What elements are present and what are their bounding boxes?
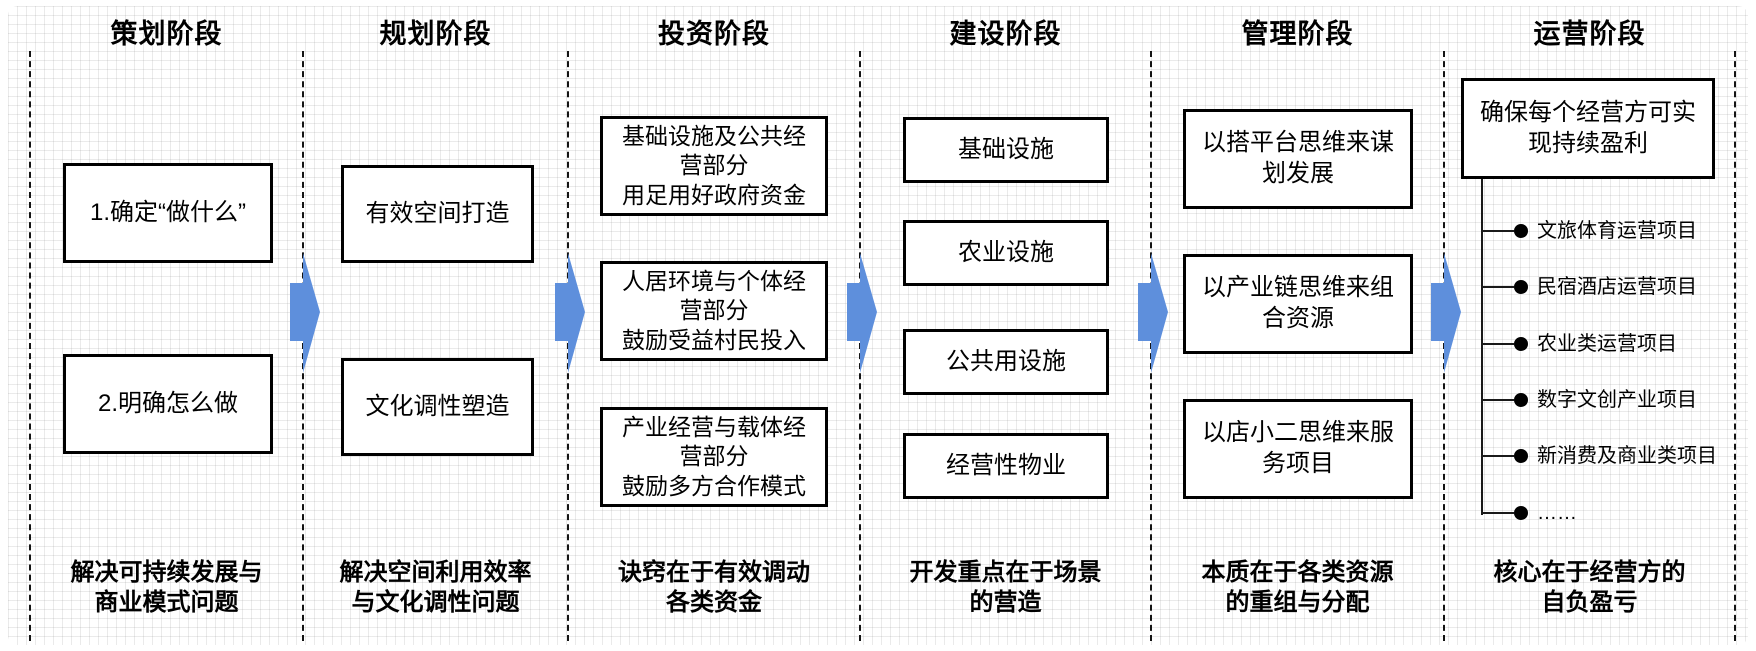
tree-trunk-line (1481, 179, 1483, 515)
column-divider (29, 51, 31, 641)
phase-title-construction: 建设阶段 (949, 19, 1062, 49)
phase-box: 1.确定“做什么” (63, 163, 273, 263)
bullet-dot (1514, 224, 1528, 238)
phase-title-planning: 策划阶段 (110, 19, 223, 49)
phase-summary: 核心在于经营方的 自负盈亏 (1493, 559, 1686, 616)
list-item: 数字文创产业项目 (1537, 389, 1697, 411)
column-divider (1734, 51, 1736, 641)
phase-box: 经营性物业 (903, 433, 1109, 499)
flow-arrow-icon (1431, 253, 1461, 373)
tree-branch-line (1482, 512, 1514, 514)
bullet-dot (1514, 506, 1528, 520)
phase-summary: 解决空间利用效率 与文化调性问题 (339, 559, 532, 616)
phase-title-operation: 运营阶段 (1533, 19, 1646, 49)
phase-box: 文化调性塑造 (341, 358, 534, 456)
tree-branch-line (1482, 455, 1514, 457)
phase-summary: 本质在于各类资源 的重组与分配 (1201, 559, 1394, 616)
tree-branch-line (1482, 343, 1514, 345)
phase-box: 产业经营与载体经 营部分 鼓励多方合作模式 (600, 407, 828, 507)
phase-title-investment: 投资阶段 (658, 19, 770, 49)
list-item: 新消费及商业类项目 (1537, 445, 1717, 467)
bullet-dot (1514, 449, 1528, 463)
phase-summary: 开发重点在于场景 的营造 (909, 559, 1102, 616)
phase-box: 有效空间打造 (341, 165, 534, 263)
flow-arrow-icon (1138, 253, 1168, 373)
phase-title-design: 规划阶段 (379, 19, 492, 49)
flow-arrow-icon (555, 253, 585, 373)
phase-box: 基础设施及公共经 营部分 用足用好政府资金 (600, 116, 828, 216)
phase-box: 公共用设施 (903, 329, 1109, 395)
phase-box: 人居环境与个体经 营部分 鼓励受益村民投入 (600, 261, 828, 361)
grid-background: 策划阶段 规划阶段 投资阶段 建设阶段 管理阶段 运营阶段 1.确定“做什么” … (8, 6, 1748, 645)
bullet-dot (1514, 393, 1528, 407)
phase-box: 以搭平台思维来谋 划发展 (1183, 109, 1413, 209)
bullet-dot (1514, 280, 1528, 294)
phase-box: 以店小二思维来服 务项目 (1183, 399, 1413, 499)
phase-box: 基础设施 (903, 117, 1109, 183)
phase-summary: 解决可持续发展与 商业模式问题 (70, 559, 263, 616)
phase-summary: 诀窍在于有效调动 各类资金 (618, 559, 810, 616)
flow-arrow-icon (847, 253, 877, 373)
tree-branch-line (1482, 286, 1514, 288)
tree-branch-line (1482, 399, 1514, 401)
phase-box: 农业设施 (903, 220, 1109, 286)
phase-box: 2.明确怎么做 (63, 354, 273, 454)
bullet-dot (1514, 337, 1528, 351)
list-item: 农业类运营项目 (1537, 333, 1677, 355)
phase-box: 确保每个经营方可实 现持续盈利 (1461, 78, 1715, 179)
phase-box: 以产业链思维来组 合资源 (1183, 254, 1413, 354)
flow-arrow-icon (290, 253, 320, 373)
list-item: 文旅体育运营项目 (1537, 220, 1697, 242)
list-item: …… (1537, 502, 1577, 524)
phase-title-management: 管理阶段 (1241, 19, 1354, 49)
list-item: 民宿酒店运营项目 (1537, 276, 1697, 298)
tree-branch-line (1482, 230, 1514, 232)
